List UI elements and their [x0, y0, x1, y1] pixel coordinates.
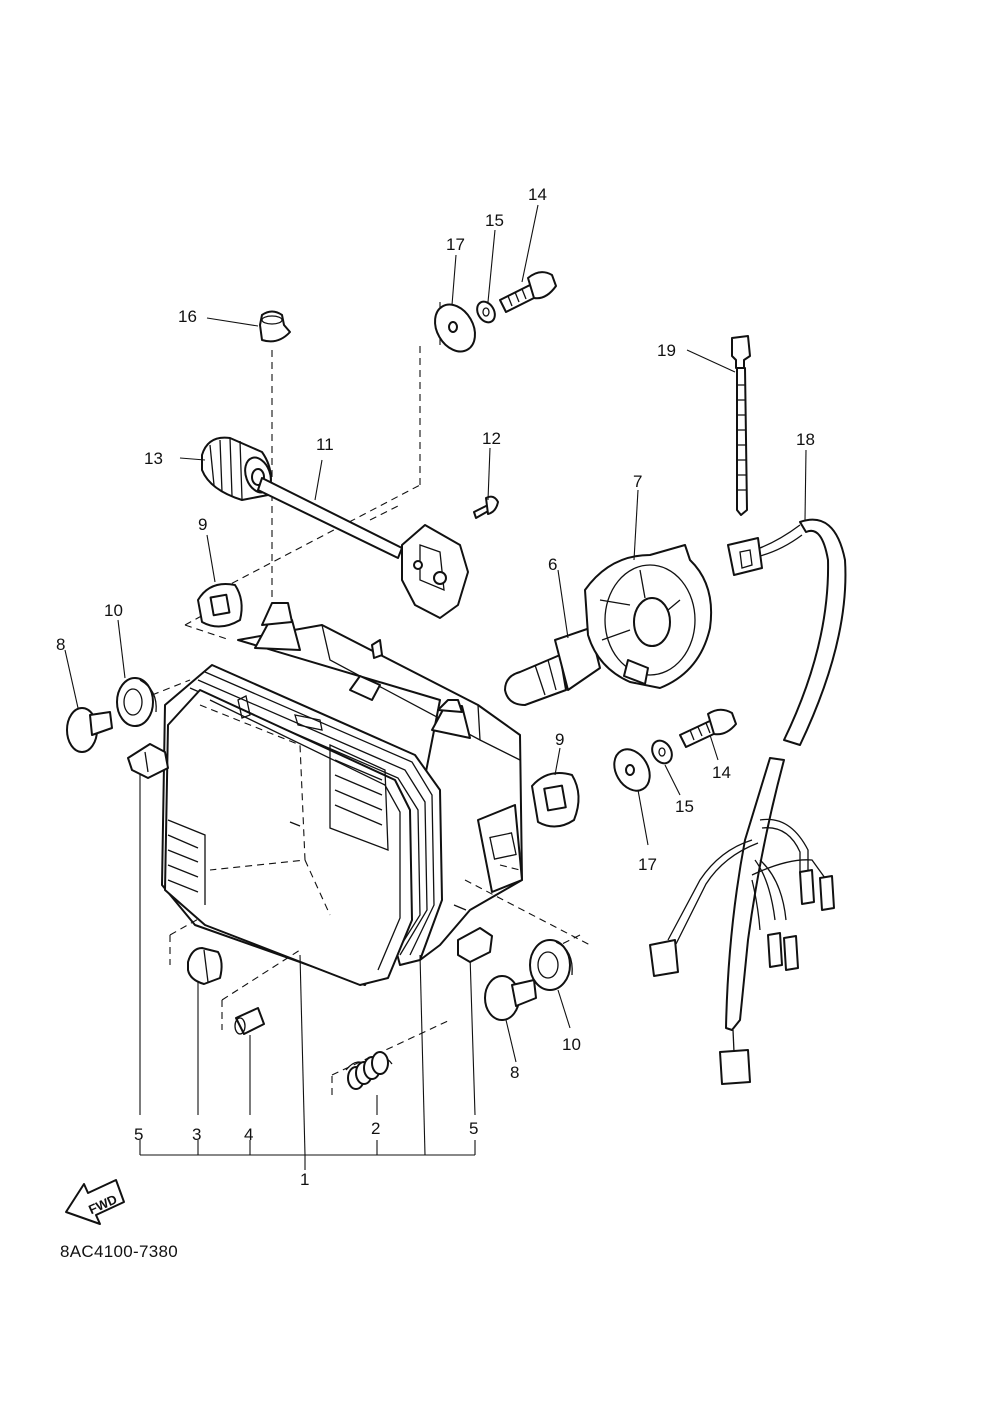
washer-15-top: [476, 300, 496, 324]
spring-2: [345, 1051, 393, 1090]
grommet-9-left: [197, 583, 243, 628]
callout-10-right: 10: [562, 1035, 581, 1054]
bolt-8-left: [66, 707, 113, 753]
bulb-cover-7: [584, 544, 713, 689]
callout-labels: 1 2 3 4 5 5 6 7 8 8 9 9 10 10 11 12 13 1…: [56, 185, 815, 1189]
callout-19: 19: [657, 341, 676, 360]
callout-9-left: 9: [198, 515, 207, 534]
headlight-unit: [161, 602, 523, 986]
callout-9-right: 9: [555, 730, 564, 749]
callout-8-right: 8: [510, 1063, 519, 1082]
callout-5-right: 5: [469, 1119, 478, 1138]
callout-8-left: 8: [56, 635, 65, 654]
leader-lines: [139, 300, 591, 1170]
callout-6: 6: [548, 555, 557, 574]
washer-15-right: [651, 739, 673, 765]
screw-12: [473, 495, 499, 519]
grommet-9-right: [531, 772, 580, 828]
clip-5-right: [457, 927, 493, 963]
adjuster-rod-11: [257, 477, 469, 619]
callout-leaders: [64, 204, 807, 1063]
callout-17-top: 17: [446, 235, 465, 254]
callout-11: 11: [316, 435, 334, 454]
cable-tie-19: [731, 335, 751, 516]
grommet-16: [259, 310, 291, 343]
callout-14-right: 14: [712, 763, 731, 782]
bolt-14-top: [499, 271, 557, 313]
wire-harness-18: [649, 518, 847, 1085]
fwd-arrow-icon: FWD: [65, 1179, 125, 1225]
clip-5-left: [127, 743, 169, 779]
washer-17-top: [434, 303, 476, 353]
callout-3: 3: [192, 1125, 201, 1144]
callout-10-left: 10: [104, 601, 123, 620]
callout-5-left: 5: [134, 1125, 143, 1144]
callout-14-top: 14: [528, 185, 547, 204]
washer-17-right: [613, 748, 651, 792]
callout-18: 18: [796, 430, 815, 449]
callout-15-right: 15: [675, 797, 694, 816]
callout-17-right: 17: [638, 855, 657, 874]
callout-2: 2: [371, 1119, 380, 1138]
socket-4: [234, 1007, 265, 1035]
callout-13: 13: [144, 449, 163, 468]
callout-1: 1: [300, 1170, 309, 1189]
callout-7: 7: [633, 472, 642, 491]
bulb-3: [187, 947, 223, 985]
callout-4: 4: [244, 1125, 253, 1144]
callout-12: 12: [482, 429, 501, 448]
damper-10-right: [529, 939, 573, 991]
bolt-14-right: [679, 708, 737, 748]
callout-16: 16: [178, 307, 197, 326]
diagram-code: 8AC4100-7380: [60, 1242, 178, 1261]
damper-10-left: [116, 677, 157, 727]
bolt-8-right: [484, 975, 537, 1021]
callout-15-top: 15: [485, 211, 504, 230]
